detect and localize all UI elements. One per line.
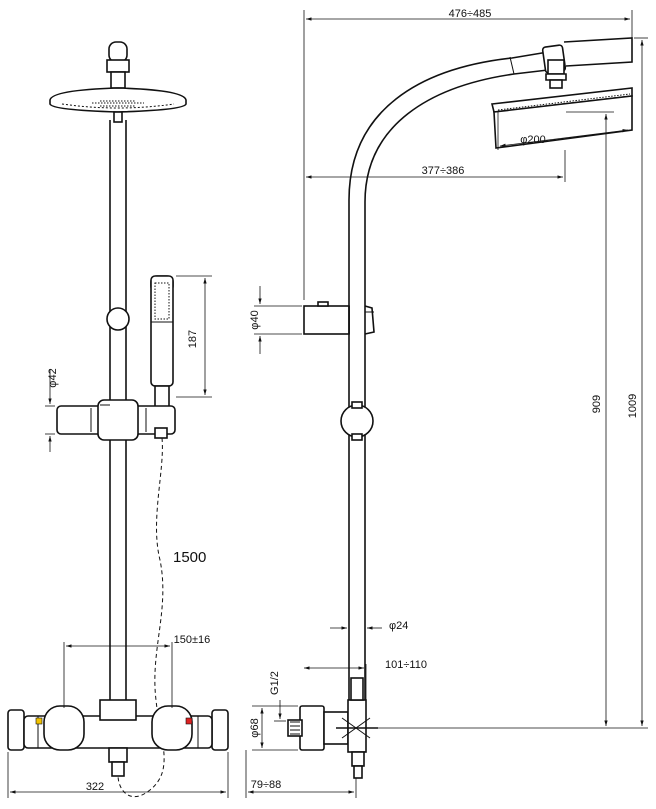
wall-bracket-label: φ40 xyxy=(249,310,261,329)
dim-connection-spacing: 150±16 xyxy=(63,634,211,708)
front-hand-shower xyxy=(150,275,174,409)
dim-thread: G1/2 xyxy=(269,671,286,722)
dim-wall-bracket: φ40 xyxy=(249,286,302,354)
dim-mixer-width: 322 xyxy=(7,752,229,798)
side-mixer xyxy=(287,677,378,779)
head-diameter-label: φ200 xyxy=(520,134,546,146)
dim-handshower-length: 187 xyxy=(176,275,212,398)
front-thermostatic-mixer xyxy=(7,699,229,777)
mixer-depth-label: 101÷110 xyxy=(385,659,427,671)
front-slider-holder xyxy=(56,399,176,441)
rail-bracket-knob xyxy=(106,307,130,331)
side-curved-rail xyxy=(348,37,633,710)
side-wall-bracket xyxy=(303,301,375,335)
side-view: 476÷485 377÷386 φ200 φ40 φ24 101÷110 xyxy=(245,8,648,798)
connection-spacing-label: 150±16 xyxy=(174,634,211,646)
handshower-length-label: 187 xyxy=(187,330,199,348)
dim-arm-reach: 377÷386 xyxy=(306,150,566,182)
front-view: 187 φ42 1500 150±16 322 xyxy=(7,41,229,798)
dim-total-height: 1009 xyxy=(627,37,648,726)
dim-wall-offset: 79÷88 xyxy=(245,750,357,798)
dim-holder-diameter: φ42 xyxy=(45,368,59,452)
mixer-width-label: 322 xyxy=(86,781,104,793)
dim-total-width: 476÷485 xyxy=(303,8,633,300)
dim-rail-height: 909 xyxy=(372,111,648,729)
rail-height-label: 909 xyxy=(591,395,603,413)
wall-offset-label: 79÷88 xyxy=(251,779,282,791)
dim-eccentric-diameter: φ68 xyxy=(249,705,298,751)
eccentric-diameter-label: φ68 xyxy=(249,718,261,737)
rail-diameter-label: φ24 xyxy=(389,620,408,632)
arm-reach-label: 377÷386 xyxy=(422,165,465,177)
dim-mixer-depth: 101÷110 xyxy=(304,659,427,700)
hose-length-label: 1500 xyxy=(173,549,206,566)
total-width-label: 476÷485 xyxy=(449,8,492,20)
holder-diameter-label: φ42 xyxy=(47,368,59,387)
side-shower-head xyxy=(491,59,633,149)
front-shower-head xyxy=(49,41,187,123)
thread-label: G1/2 xyxy=(269,671,281,695)
dim-rail-diameter: φ24 xyxy=(330,620,408,632)
total-height-label: 1009 xyxy=(627,394,639,418)
side-slider-knob xyxy=(340,401,374,441)
